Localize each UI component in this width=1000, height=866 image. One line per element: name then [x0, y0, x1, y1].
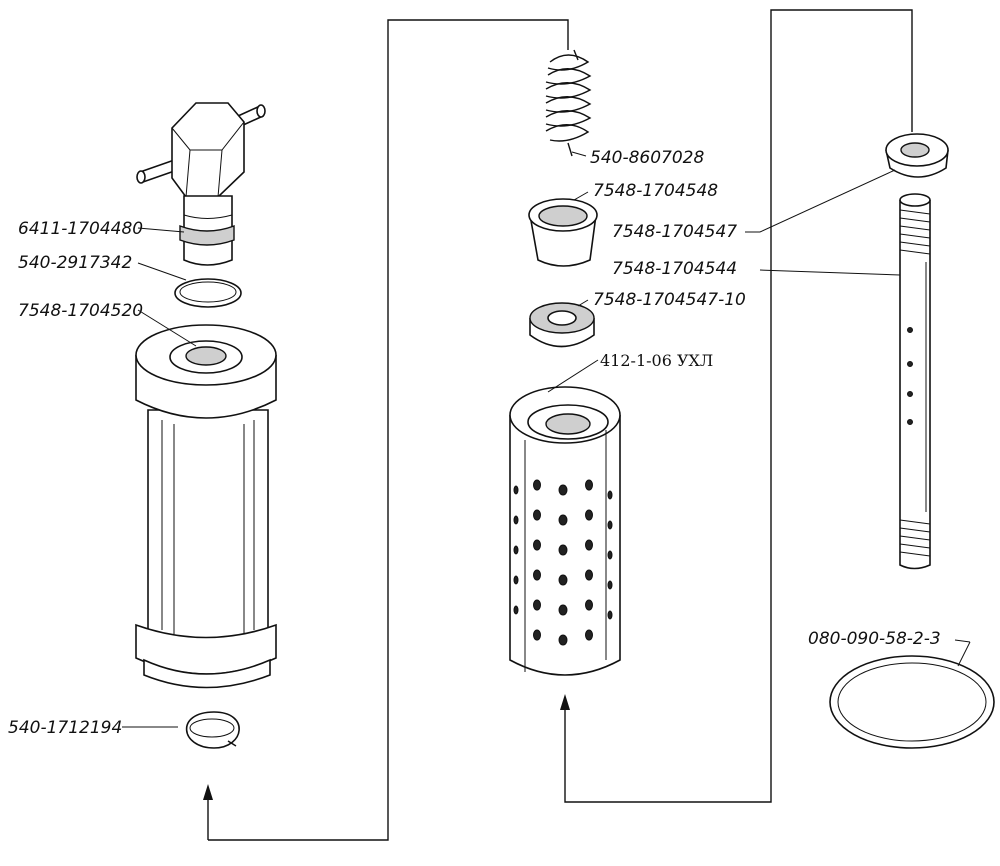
cap-washer-part	[885, 133, 949, 178]
rod-part	[899, 193, 931, 570]
rod-thread-top	[899, 209, 931, 255]
part-labels: 6411-1704480 540-2917342 7548-1704520 54…	[8, 148, 941, 738]
label-oring-top: 540-2917342	[18, 253, 132, 273]
housing-part	[135, 324, 277, 689]
snap-ring-part	[185, 711, 240, 749]
label-gasket: 080-090-58-2-3	[808, 629, 941, 649]
bushing-part	[528, 198, 598, 267]
perforation-holes	[513, 479, 613, 646]
arrow-up-left	[203, 784, 213, 800]
connector-lines	[203, 9, 913, 841]
oring-part	[174, 278, 242, 308]
label-spring: 540-8607028	[590, 148, 704, 168]
filter-element-part	[509, 386, 621, 676]
spring-part	[545, 49, 592, 157]
label-snap-ring: 540-1712194	[8, 718, 122, 738]
leader-lines	[122, 151, 971, 728]
rod-thread-bottom	[899, 519, 931, 557]
arrow-up-right	[560, 694, 570, 710]
label-washer: 7548-1704547	[612, 222, 737, 242]
label-rod: 7548-1704544	[612, 259, 737, 279]
label-housing: 7548-1704520	[18, 301, 143, 321]
label-washer-10: 7548-1704547-10	[593, 290, 746, 310]
label-fitting: 6411-1704480	[18, 219, 143, 239]
gasket-part	[829, 655, 995, 749]
label-bushing: 7548-1704548	[593, 181, 718, 201]
label-element: 412-1-06 УХЛ	[600, 351, 713, 370]
washer-10-part	[529, 302, 595, 348]
fitting-part	[136, 102, 266, 266]
